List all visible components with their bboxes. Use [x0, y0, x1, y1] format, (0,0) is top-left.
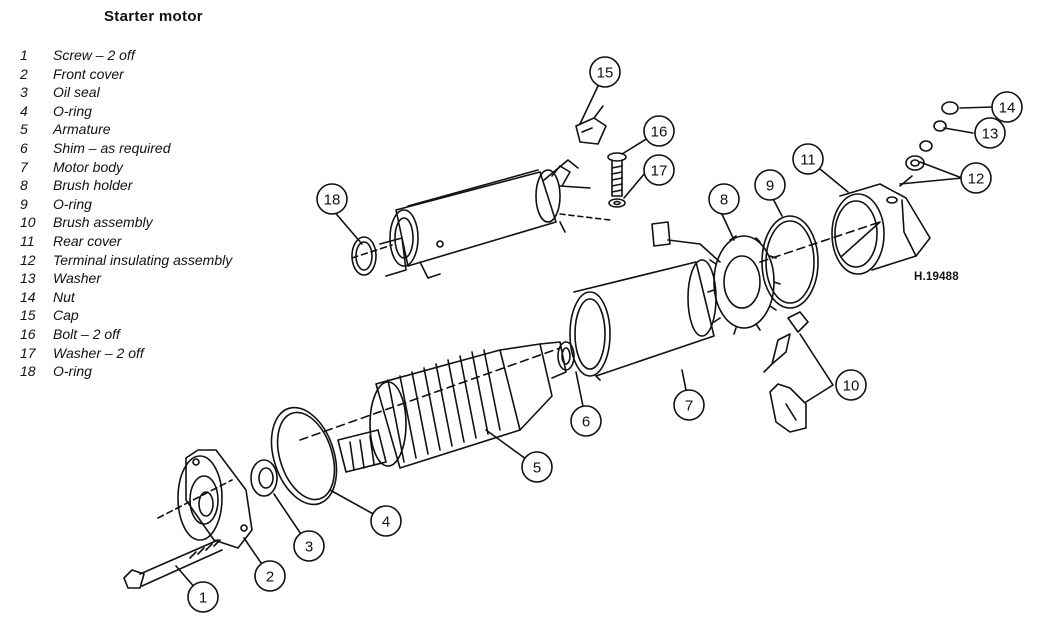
callout-9: 9: [766, 178, 774, 195]
callout-16: 16: [651, 124, 668, 141]
legend-item: 6 Shim – as required: [20, 139, 232, 158]
callout-1: 1: [199, 590, 207, 607]
legend-item: 4 O-ring: [20, 102, 232, 121]
legend-label: Rear cover: [53, 232, 122, 249]
legend-number: 10: [20, 214, 36, 231]
legend-item: 15 Cap: [20, 306, 232, 325]
legend-item: 12 Terminal insulating assembly: [20, 251, 232, 270]
legend-label: Shim – as required: [53, 139, 171, 156]
legend-label: Terminal insulating assembly: [53, 251, 233, 268]
drawing-reference: H.19488: [914, 271, 959, 283]
front-o-ring-part: [270, 406, 338, 506]
legend-number: 2: [20, 65, 28, 82]
legend-label: Washer – 2 off: [53, 344, 144, 361]
legend-number: 4: [20, 102, 28, 119]
legend-number: 11: [20, 232, 35, 249]
callout-11: 11: [800, 152, 816, 169]
legend-label: Washer: [53, 270, 101, 287]
legend-item: 17 Washer – 2 off: [20, 344, 232, 363]
legend-item: 1 Screw – 2 off: [20, 46, 232, 65]
assembled-motor: [351, 159, 611, 279]
callout-circles: [187, 56, 1023, 613]
legend-number: 12: [20, 251, 36, 268]
legend-number: 14: [20, 288, 36, 305]
legend-number: 18: [20, 363, 36, 380]
callout-6: 6: [582, 414, 590, 431]
front-cover-part: [157, 449, 253, 549]
legend-item: 10 Brush assembly: [20, 213, 232, 232]
legend-label: Cap: [53, 307, 79, 324]
diagram-title: Starter motor: [104, 8, 203, 25]
legend-label: O-ring: [53, 195, 92, 212]
callout-13: 13: [982, 126, 999, 143]
legend-item: 2 Front cover: [20, 65, 232, 84]
callout-5: 5: [533, 460, 541, 477]
legend-label: Armature: [53, 121, 111, 138]
callout-12: 12: [968, 171, 985, 188]
legend-label: O-ring: [53, 363, 92, 380]
callout-8: 8: [720, 192, 728, 209]
legend-label: Nut: [53, 288, 75, 305]
legend-label: Front cover: [53, 65, 124, 82]
legend-number: 6: [20, 139, 28, 156]
legend-label: Oil seal: [53, 84, 100, 101]
legend-number: 13: [20, 270, 36, 287]
legend-item: 9 O-ring: [20, 195, 232, 214]
callout-17: 17: [651, 163, 668, 180]
legend-number: 15: [20, 307, 36, 324]
legend-number: 3: [20, 84, 28, 101]
legend-item: 18 O-ring: [20, 362, 232, 381]
callout-7: 7: [685, 398, 693, 415]
legend-label: Screw – 2 off: [53, 47, 135, 63]
callout-14: 14: [999, 100, 1016, 117]
callout-15: 15: [597, 65, 614, 82]
legend-label: Bolt – 2 off: [53, 325, 120, 342]
legend-label: Brush holder: [53, 177, 133, 194]
motor-body-part: [569, 259, 717, 381]
legend-number: 16: [20, 325, 36, 342]
brush-holder-part: [651, 221, 781, 335]
legend-item: 14 Nut: [20, 288, 232, 307]
legend-item: 11 Rear cover: [20, 232, 232, 251]
legend-item: 13 Washer: [20, 269, 232, 288]
legend-number: 17: [20, 344, 36, 361]
legend-number: 7: [20, 158, 28, 175]
legend-number: 1: [20, 47, 28, 63]
rear-cover-part: [759, 183, 931, 275]
legend-number: 9: [20, 195, 28, 212]
legend-item: 3 Oil seal: [20, 83, 232, 102]
bolt-and-washer: [607, 152, 627, 208]
legend-item: 5 Armature: [20, 120, 232, 139]
legend-label: Brush assembly: [53, 214, 153, 231]
callout-10: 10: [843, 378, 860, 395]
oil-seal-part: [250, 459, 278, 497]
leader-lines: [175, 85, 994, 598]
armature-part: [299, 341, 567, 473]
legend-item: 7 Motor body: [20, 158, 232, 177]
callout-18: 18: [324, 192, 341, 209]
cap-part: [575, 105, 607, 145]
screw-part: [123, 539, 223, 589]
legend-label: Motor body: [53, 158, 124, 175]
legend-item: 16 Bolt – 2 off: [20, 325, 232, 344]
legend-label: O-ring: [53, 102, 92, 119]
callout-3: 3: [305, 539, 313, 556]
legend-number: 8: [20, 177, 28, 194]
brush-assembly-part: [763, 311, 809, 433]
legend-item: 8 Brush holder: [20, 176, 232, 195]
callout-2: 2: [266, 569, 274, 586]
shim-part: [557, 341, 575, 371]
legend-number: 5: [20, 121, 28, 138]
callout-4: 4: [382, 514, 390, 531]
